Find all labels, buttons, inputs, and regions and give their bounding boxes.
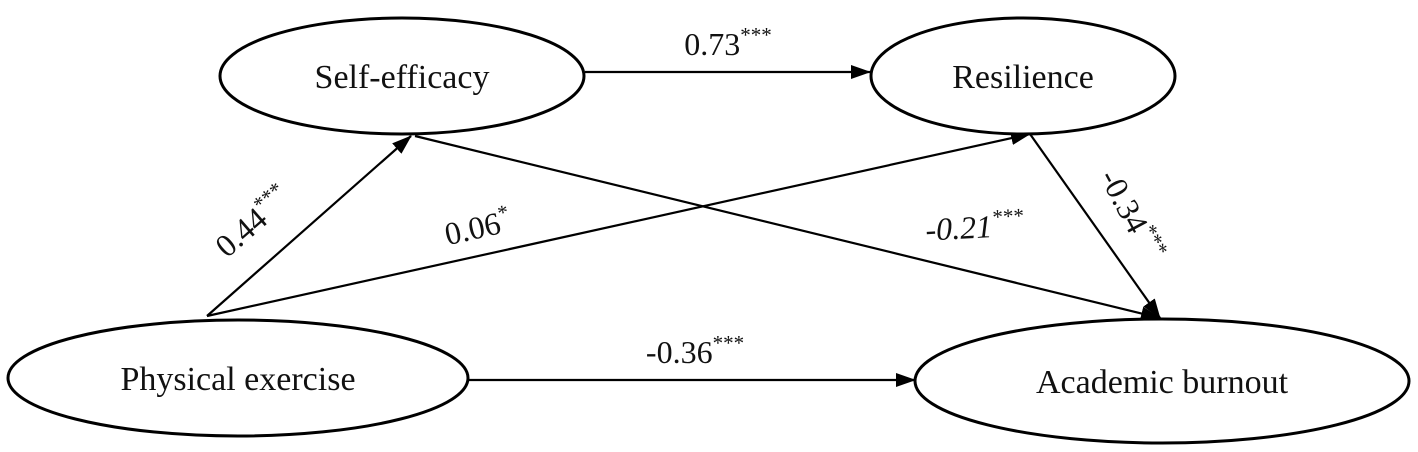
significance-stars: *** bbox=[991, 203, 1024, 229]
node-label-academic-burnout: Academic burnout bbox=[1036, 364, 1289, 401]
edge-resilience-to-academic-burnout bbox=[1029, 133, 1161, 319]
node-resilience: Resilience bbox=[869, 16, 1177, 136]
coef-label-self-efficacy-to-resilience: 0.73*** bbox=[684, 23, 772, 62]
node-physical-exercise: Physical exercise bbox=[6, 318, 470, 438]
significance-stars: *** bbox=[740, 23, 772, 47]
edge-self-efficacy-to-academic-burnout bbox=[414, 134, 1161, 321]
node-label-resilience: Resilience bbox=[952, 59, 1094, 96]
coef-value: 0.73 bbox=[684, 26, 740, 62]
coef-label-physical-exercise-to-resilience: 0.06* bbox=[441, 200, 514, 252]
coef-value: -0.21 bbox=[924, 208, 992, 247]
coef-label-self-efficacy-to-academic-burnout: -0.21*** bbox=[924, 203, 1025, 247]
significance-stars: *** bbox=[713, 331, 745, 355]
edge-physical-exercise-to-resilience bbox=[206, 131, 1031, 318]
node-label-self-efficacy: Self-efficacy bbox=[315, 59, 490, 96]
coef-value: 0.06 bbox=[441, 205, 503, 252]
coef-label-physical-exercise-to-academic-burnout: -0.36*** bbox=[646, 331, 744, 370]
node-label-physical-exercise: Physical exercise bbox=[120, 361, 355, 398]
node-academic-burnout: Academic burnout bbox=[913, 317, 1411, 445]
significance-stars: * bbox=[495, 200, 510, 226]
coef-label-physical-exercise-to-self-efficacy: 0.44*** bbox=[206, 177, 298, 264]
node-self-efficacy: Self-efficacy bbox=[218, 16, 586, 136]
edge-physical-exercise-to-self-efficacy bbox=[206, 135, 412, 317]
coef-label-resilience-to-academic-burnout: -0.34*** bbox=[1093, 162, 1174, 267]
coef-value: -0.36 bbox=[646, 334, 713, 370]
